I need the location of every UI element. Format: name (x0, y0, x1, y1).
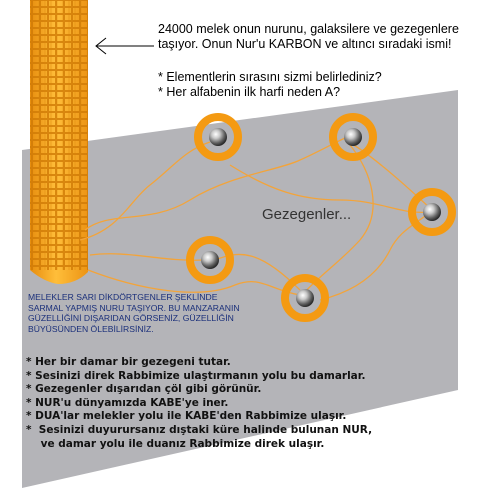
bullet-item: * DUA'lar melekler yolu ile KABE'den Rab… (26, 410, 347, 423)
planets-label: Gezegenler... (262, 206, 352, 223)
nur-pillar (30, 0, 88, 284)
planet-3 (408, 188, 456, 236)
planet-2 (329, 113, 377, 161)
planet-5 (281, 274, 329, 322)
angels-caption: MELEKLER SARI DİKDÖRTGENLER ŞEKLİNDE SAR… (28, 292, 290, 334)
bullet-item: * Her bir damar bir gezegeni tutar. (26, 356, 231, 368)
arrow-icon (95, 37, 154, 55)
bullet-item: * Sesinizi direk Rabbimize ulaştırmanın … (26, 369, 366, 382)
planet-1 (194, 113, 242, 161)
angels-line-1: MELEKLER SARI DİKDÖRTGENLER ŞEKLİNDE (28, 292, 218, 302)
question-2: * Her alfabenin ilk harfi neden A? (158, 85, 341, 99)
bullet-item: * NUR'u dünyamızda KABE'ye iner. (26, 396, 229, 409)
bullet-list: * Her bir damar bir gezegeni tutar. * Se… (26, 356, 376, 451)
questions: * Elementlerin sırasını sizmi belirledin… (158, 70, 458, 100)
veins (79, 137, 433, 301)
header-line-2: taşıyor. Onun Nur'u KARBON ve altıncı sı… (158, 37, 452, 51)
angels-line-2: SARMAL YAPMIŞ NURU TAŞIYOR. BU MANZARANI… (28, 302, 240, 313)
header-line-1: 24000 melek onun nurunu, galaksilere ve … (158, 22, 459, 36)
question-1: * Elementlerin sırasını sizmi belirledin… (158, 70, 382, 84)
header-text: 24000 melek onun nurunu, galaksilere ve … (158, 22, 498, 52)
panel (22, 90, 458, 488)
bullet-item: * Gezegenler dışarıdan çöl gibi görünür. (26, 383, 262, 396)
planet-4 (186, 236, 234, 284)
angels-line-3: GÜZELLİĞİNİ DIŞARIDAN GÖRSENİZ, GÜZELLİĞ… (28, 313, 234, 323)
bullet-item: * Sesinizi duyurursanız dıştaki küre hal… (26, 423, 373, 436)
bullet-item: ve damar yolu ile duanız Rabbimize direk… (26, 437, 325, 450)
angels-line-4: BÜYÜSÜNDEN ÖLEBİLİRSİNİZ. (28, 323, 154, 334)
